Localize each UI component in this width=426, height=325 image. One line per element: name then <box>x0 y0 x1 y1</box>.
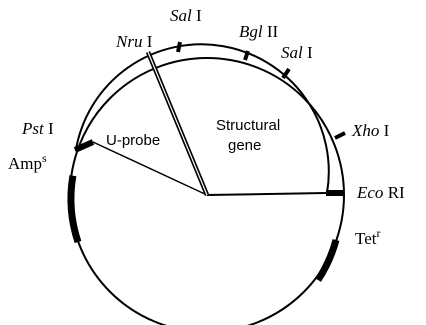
u-probe-line <box>92 141 208 196</box>
sal1-site-tick <box>176 41 182 53</box>
tet-gene-segment <box>315 239 340 282</box>
bgl-site-label: Bgl II <box>239 22 279 41</box>
sal2-site-label: Sal I <box>281 43 313 62</box>
pst-site-label: Pst I <box>21 119 54 138</box>
structural-gene-baseline <box>206 192 327 196</box>
sal2-site-tick <box>281 67 291 80</box>
xho-site-label: Xho I <box>351 121 390 140</box>
sal1-site-label: Sal I <box>170 6 202 25</box>
nru-cut-line-inner <box>147 51 208 196</box>
nru-site-label: Nru I <box>115 32 153 51</box>
tet-gene-label: Tetr <box>355 226 380 248</box>
eco-site-label: Eco RI <box>356 183 405 202</box>
xho-site-tick <box>334 131 346 140</box>
insert-left-boundary <box>73 139 95 153</box>
amp-gene-label: Amps <box>8 151 47 173</box>
u-probe-label: U-probe <box>106 132 160 149</box>
amp-gene-segment <box>67 175 82 244</box>
bgl-site-tick <box>243 50 250 61</box>
insert-inner-arc <box>74 43 330 194</box>
